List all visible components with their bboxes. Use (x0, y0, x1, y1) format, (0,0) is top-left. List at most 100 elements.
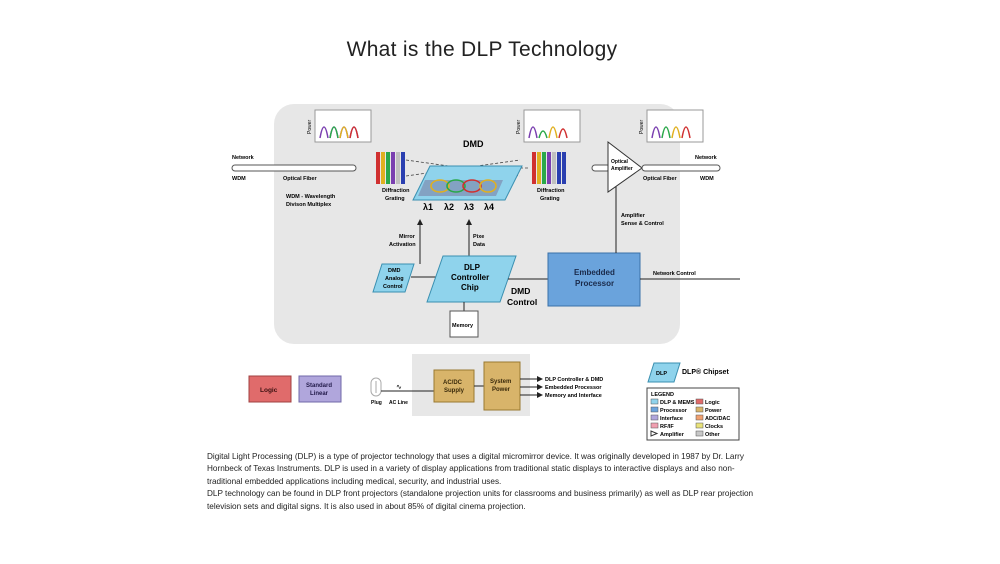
pixel-data-label2: Data (473, 242, 486, 248)
paragraph-1: Digital Light Processing (DLP) is a type… (207, 452, 744, 486)
power-output-label: DLP Controller & DMD (545, 377, 603, 383)
network-right-label: Network (695, 155, 718, 161)
legend-item-label: Other (705, 432, 721, 438)
dmd-pixels (418, 179, 503, 196)
mirror-activation-label: Mirror (399, 234, 416, 240)
legend-swatch (650, 406, 659, 413)
memory-block (449, 310, 479, 338)
power-axis-label: Power (516, 119, 522, 134)
wdm-left-label: WDM (232, 176, 246, 182)
power-axis-label: Power (307, 119, 313, 134)
optical-fiber-right-label: Optical Fiber (643, 176, 677, 182)
legend-item-label: Power (705, 408, 722, 414)
optical-fiber-middle (591, 164, 611, 172)
logic-label: Logic (260, 387, 278, 394)
dmd-control-label2: Control (507, 297, 537, 307)
system-power-label2: Power (492, 387, 511, 393)
legend-item-label: Amplifier (660, 432, 685, 438)
legend-item-label: DLP & MEMS (660, 400, 695, 406)
power-output-label: Embedded Processor (545, 385, 602, 391)
lambda-4: λ4 (484, 202, 494, 212)
ac-wave-icon: ∿ (396, 384, 402, 391)
dmd-analog-label: DMD (388, 268, 401, 274)
description-text: Digital Light Processing (DLP) is a type… (207, 451, 767, 513)
lambda-2: λ2 (444, 202, 454, 212)
dmd-label: DMD (463, 139, 484, 149)
plug-icon (370, 377, 382, 397)
dlp-block-diagram: Power Power Power Network WDM Optical Fi… (231, 104, 740, 441)
optical-fiber-right (641, 164, 721, 172)
legend-swatch (650, 398, 659, 405)
diffraction-grating-right-label2: Grating (540, 196, 560, 202)
standard-linear-label2: Linear (310, 391, 329, 397)
paragraph-2: DLP technology can be found in DLP front… (207, 489, 754, 511)
optical-fiber-left (231, 164, 357, 172)
dlp-chipset-tag: DLP (656, 371, 667, 377)
system-power-label: System (490, 379, 511, 385)
embedded-processor-label: Embedded (574, 268, 615, 277)
dmd-analog-label2: Analog (385, 276, 404, 282)
legend-swatch (695, 398, 704, 405)
dlp-controller-label2: Controller (451, 273, 489, 282)
spectrum-graph-middle (523, 109, 581, 143)
page-title: What is the DLP Technology (346, 38, 618, 61)
wdm-note-line1: WDM - Wavelength (286, 194, 336, 200)
dlp-chipset-swatch (647, 362, 681, 383)
mirror-activation-label2: Activation (389, 242, 416, 248)
legend-title: LEGEND (651, 392, 674, 398)
legend-item-label: Clocks (705, 424, 723, 430)
legend-item-label: ADC/DAC (705, 416, 730, 422)
diffraction-grating-left (376, 152, 405, 184)
embedded-processor-label2: Processor (575, 279, 614, 288)
plug-label: Plug (371, 400, 382, 406)
optical-amp-label: Optical (611, 159, 629, 165)
legend-swatch (650, 430, 659, 437)
optical-amp-label2: Amplifier (611, 166, 633, 172)
legend-swatch (695, 422, 704, 429)
optical-amplifier (607, 140, 643, 193)
legend-item-label: Interface (660, 416, 683, 422)
wdm-right-label: WDM (700, 176, 714, 182)
dmd-control-label: DMD (511, 286, 530, 296)
dlp-controller-chip (426, 255, 517, 303)
standard-linear-block (298, 375, 342, 403)
diffraction-grating-left-label: Diffraction (382, 188, 410, 194)
acdc-supply-block (433, 369, 475, 403)
lambda-3: λ3 (464, 202, 474, 212)
standard-linear-label: Standard (306, 383, 332, 389)
legend-swatch (650, 422, 659, 429)
system-power-block (483, 361, 521, 411)
legend-box (646, 387, 740, 441)
diffraction-grating-right-label: Diffraction (537, 188, 565, 194)
dlp-controller-label: DLP (464, 263, 481, 272)
optical-fiber-left-label: Optical Fiber (283, 176, 317, 182)
acdc-label2: Supply (444, 388, 465, 394)
spectrum-graph-left (314, 109, 372, 143)
legend-item-label: Processor (660, 408, 688, 414)
ac-line-label: AC Line (389, 400, 408, 406)
dmd-analog-control-block (372, 263, 415, 293)
power-output-label: Memory and Interface (545, 393, 602, 399)
dmd-analog-label3: Control (383, 284, 403, 290)
legend-item-label: Logic (705, 400, 720, 406)
dlp-chipset-label: DLP® Chipset (682, 368, 729, 376)
lambda-1: λ1 (423, 202, 433, 212)
network-left-label: Network (232, 155, 255, 161)
wdm-note-line2: Divison Multiplex (286, 202, 332, 208)
pixel-data-label: Pixe (473, 234, 484, 240)
memory-label: Memory (452, 323, 474, 329)
diffraction-grating-right (532, 152, 566, 184)
diffraction-grating-left-label2: Grating (385, 196, 405, 202)
legend-swatch (695, 414, 704, 421)
amp-sense-label2: Sense & Control (621, 221, 664, 227)
dlp-controller-label3: Chip (461, 283, 479, 292)
legend-swatch (650, 414, 659, 421)
network-control-label: Network Control (653, 271, 696, 277)
spectrum-graph-right (646, 109, 704, 143)
logic-swatch-block (248, 375, 292, 403)
acdc-label: AC/DC (443, 380, 463, 386)
amp-sense-label: Amplifier (621, 213, 646, 219)
legend-swatch (695, 430, 704, 437)
legend-item-label: RF/IF (660, 424, 674, 430)
